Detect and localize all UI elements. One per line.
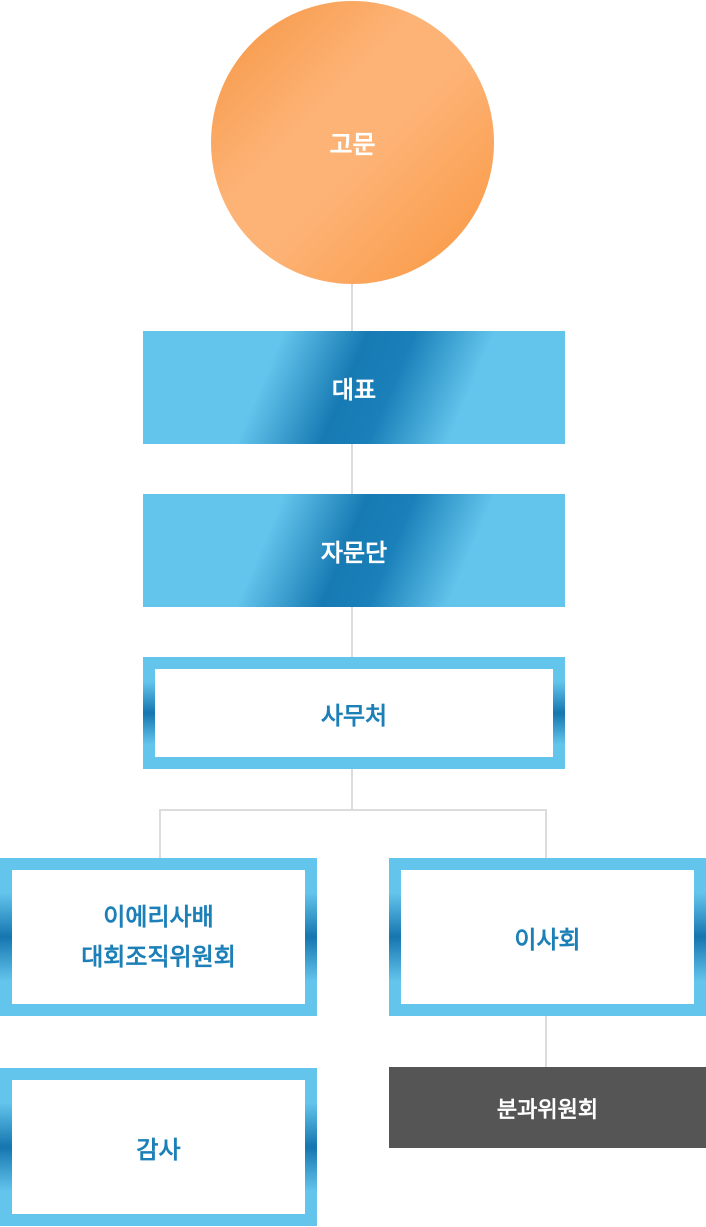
secretariat-inner: 사무처 — [155, 669, 553, 757]
organizing-committee-inner: 이에리사배 대회조직위원회 — [12, 870, 305, 1004]
advisor-node: 고문 — [211, 1, 494, 284]
connector-board-subcommittee — [545, 1016, 547, 1067]
organizing-committee-label-line2: 대회조직위원회 — [81, 943, 236, 971]
ceo-label: 대표 — [331, 376, 377, 404]
connector-advisory-group-secretariat — [351, 606, 353, 657]
advisory-group-label: 자문단 — [320, 539, 388, 567]
advisor-label: 고문 — [329, 129, 376, 159]
secretariat-node: 사무처 — [143, 657, 565, 769]
audit-inner: 감사 — [12, 1080, 305, 1214]
advisory-group-node: 자문단 — [143, 494, 565, 607]
secretariat-label: 사무처 — [320, 701, 388, 730]
connector-branch-horizontal — [159, 809, 547, 811]
ceo-node: 대표 — [143, 331, 565, 444]
organizing-committee-label-line1: 이에리사배 — [103, 903, 214, 931]
audit-node: 감사 — [0, 1068, 317, 1226]
organizing-committee-node: 이에리사배 대회조직위원회 — [0, 858, 317, 1016]
board-inner: 이사회 — [401, 870, 694, 1004]
connector-ceo-advisory-group — [351, 443, 353, 494]
board-label: 이사회 — [514, 925, 581, 954]
audit-label: 감사 — [136, 1135, 181, 1164]
connector-branch-left — [159, 809, 161, 859]
subcommittee-label: 분과위원회 — [496, 1097, 599, 1123]
board-node: 이사회 — [389, 858, 706, 1016]
connector-advisor-ceo — [351, 284, 353, 331]
connector-secretariat-down — [351, 769, 353, 810]
subcommittee-node: 분과위원회 — [389, 1067, 706, 1148]
connector-branch-right — [545, 809, 547, 859]
